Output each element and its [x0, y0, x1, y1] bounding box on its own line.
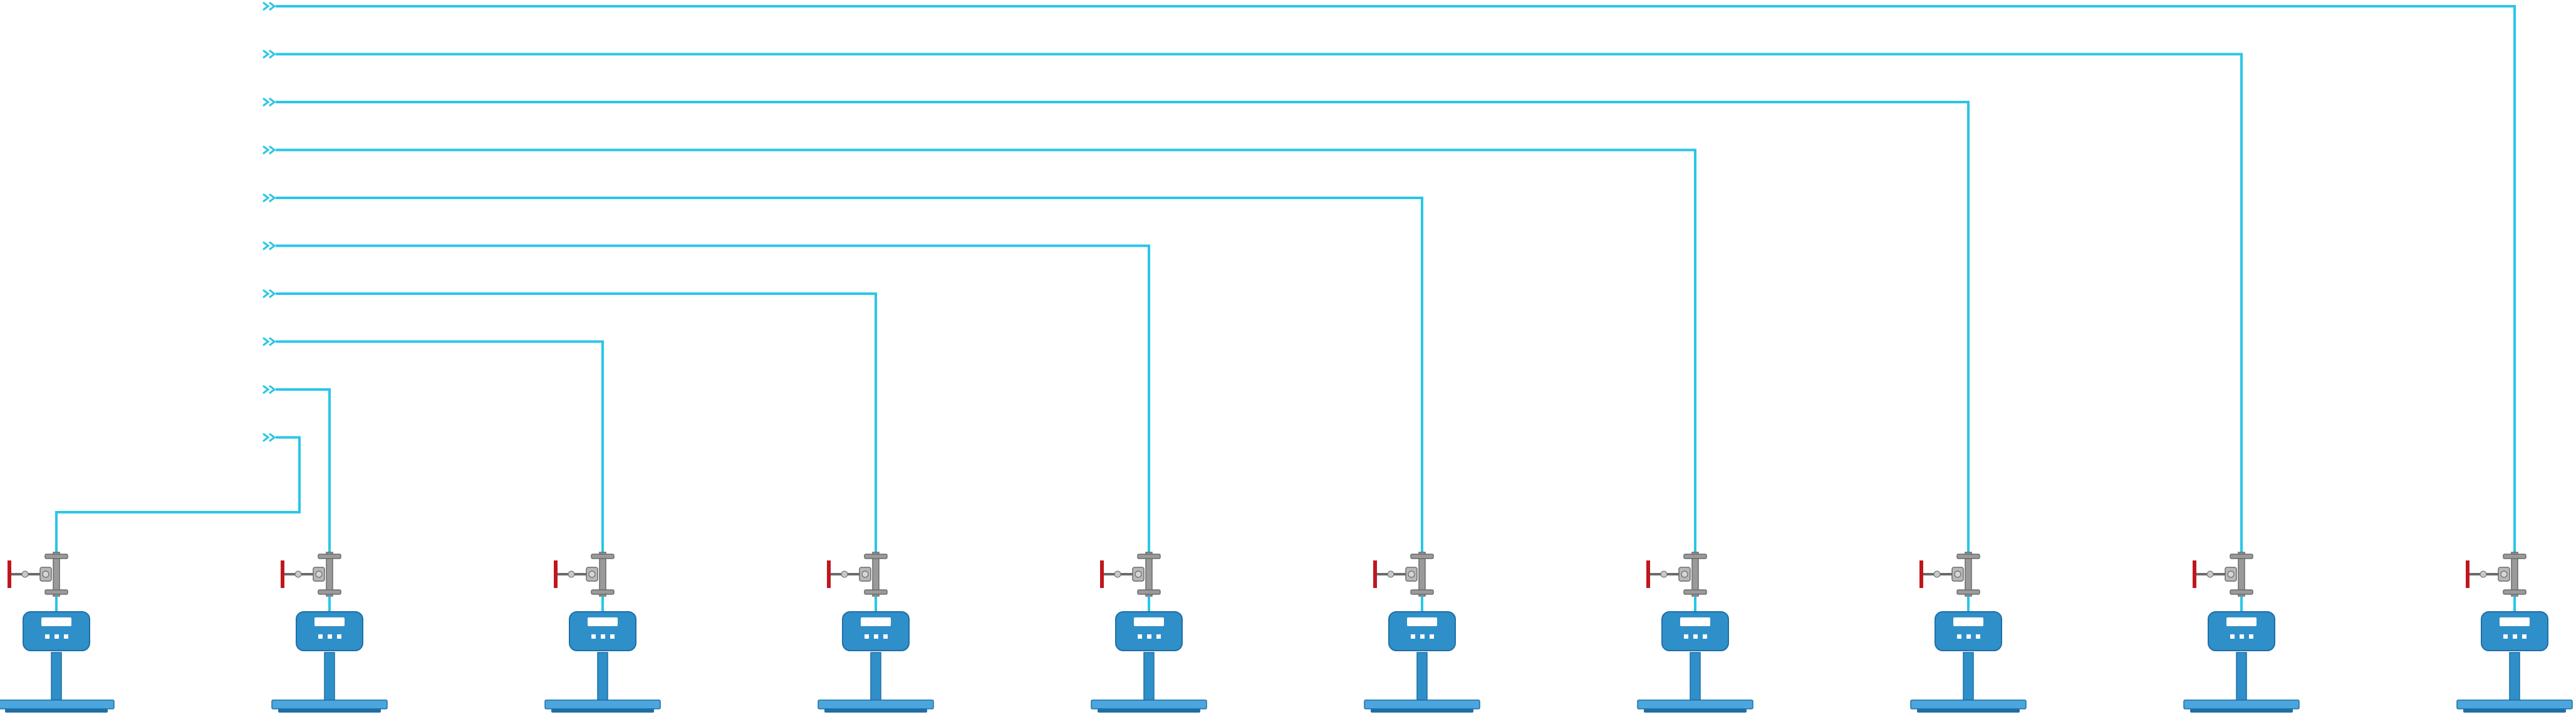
- weighing-scale-icon[interactable]: [0, 611, 115, 713]
- gate-valve-icon[interactable]: [554, 552, 615, 597]
- inlet-arrow-icon: [262, 49, 276, 59]
- gate-valve-icon[interactable]: [2193, 552, 2253, 597]
- weighing-scale-icon[interactable]: [2456, 611, 2573, 713]
- inlet-arrow-icon: [262, 97, 276, 107]
- weighing-stations: [0, 552, 2573, 713]
- weighing-station[interactable]: [2183, 552, 2300, 713]
- inlet-arrow-icon: [262, 289, 276, 299]
- pipe-line: [276, 340, 604, 554]
- inlet-arrow-icon: [262, 337, 276, 346]
- pipe-line: [276, 244, 1150, 554]
- pipe-line: [276, 197, 1423, 554]
- weighing-station[interactable]: [271, 552, 388, 713]
- inlet-arrow-icon: [262, 145, 276, 155]
- gate-valve-icon[interactable]: [2466, 552, 2527, 597]
- weighing-scale-icon[interactable]: [544, 611, 661, 713]
- weighing-scale-icon[interactable]: [1637, 611, 1753, 713]
- weighing-station[interactable]: [2456, 552, 2573, 713]
- gate-valve-icon[interactable]: [1373, 552, 1434, 597]
- inlet-arrow-icon: [262, 433, 276, 442]
- gate-valve-icon[interactable]: [827, 552, 888, 597]
- inlet-arrow-icon: [262, 384, 276, 394]
- pipe-line: [276, 292, 877, 554]
- weighing-station[interactable]: [1091, 552, 1207, 713]
- weighing-scale-icon[interactable]: [271, 611, 388, 713]
- weighing-scale-icon[interactable]: [1364, 611, 1480, 713]
- pipe-line: [276, 101, 1970, 554]
- inlet-arrow-icon: [262, 1, 276, 11]
- gate-valve-icon[interactable]: [8, 552, 68, 597]
- pipe-line: [55, 436, 301, 554]
- weighing-scale-icon[interactable]: [818, 611, 934, 713]
- gate-valve-icon[interactable]: [1919, 552, 1980, 597]
- inlet-arrow-icon: [262, 241, 276, 250]
- gate-valve-icon[interactable]: [1100, 552, 1161, 597]
- inlet-markers: [262, 1, 276, 442]
- pipe-lines: [55, 5, 2516, 554]
- weighing-station[interactable]: [1637, 552, 1753, 713]
- pipe-line: [276, 148, 1696, 554]
- weighing-scale-icon[interactable]: [2183, 611, 2300, 713]
- weighing-station[interactable]: [1910, 552, 2027, 713]
- weighing-station[interactable]: [0, 552, 115, 713]
- weighing-scale-icon[interactable]: [1910, 611, 2027, 713]
- pipe-line: [276, 388, 331, 554]
- inlet-arrow-icon: [262, 193, 276, 203]
- gate-valve-icon[interactable]: [1646, 552, 1707, 597]
- pipe-line: [276, 5, 2516, 554]
- weighing-scale-icon[interactable]: [1091, 611, 1207, 713]
- weighing-station[interactable]: [818, 552, 934, 713]
- weighing-station[interactable]: [544, 552, 661, 713]
- gate-valve-icon[interactable]: [281, 552, 341, 597]
- weighing-station[interactable]: [1364, 552, 1480, 713]
- pipe-line: [276, 53, 2243, 554]
